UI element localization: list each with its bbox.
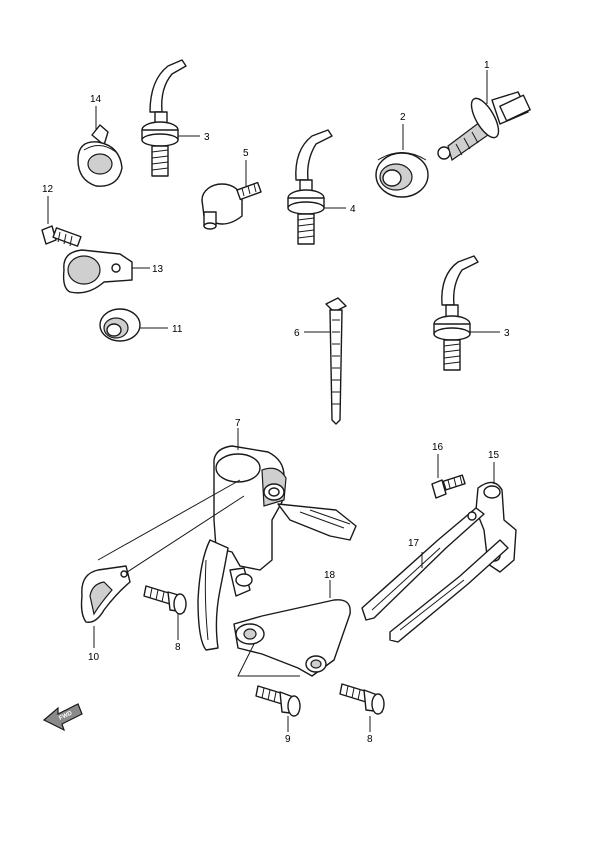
callout-18: 18: [324, 570, 336, 581]
callout-10: 10: [88, 652, 100, 663]
part-12-bolt: [41, 196, 82, 247]
callout-7: 7: [235, 418, 241, 429]
callout-8-bottom: 8: [367, 734, 373, 745]
part-13-clamp: [62, 249, 150, 294]
callout-11: 11: [172, 324, 183, 335]
part-11-grommet: [99, 308, 168, 342]
fwd-arrow: FWD: [42, 703, 83, 732]
part-4-switch: [287, 129, 346, 245]
part-8-bolt-left: [143, 585, 187, 640]
part-16-bolt: [431, 454, 466, 499]
part-17-rails: [361, 507, 509, 643]
callout-labels: 1 2 3 3 4 5 6 7 8 8 9 10 11 12 13 14 15 …: [42, 60, 510, 745]
callout-2: 2: [400, 112, 406, 123]
callout-4: 4: [350, 204, 356, 215]
callout-8-left: 8: [175, 642, 181, 653]
part-2-grommet: [375, 124, 429, 198]
callout-3-upper: 3: [204, 132, 210, 143]
callout-1: 1: [484, 60, 490, 71]
fwd-arrow-label: FWD: [58, 710, 74, 721]
callout-12: 12: [42, 184, 54, 195]
part-3-switch-upper: [141, 59, 200, 177]
callout-15: 15: [488, 450, 500, 461]
part-10-clip: [80, 565, 131, 648]
part-9-bolt: [255, 685, 301, 732]
callout-6: 6: [294, 328, 300, 339]
part-8-bolt-bottom: [339, 683, 385, 732]
callout-3-lower: 3: [504, 328, 510, 339]
part-3-switch-lower: [433, 255, 500, 371]
callout-14: 14: [90, 94, 102, 105]
callout-17: 17: [408, 538, 420, 549]
part-5-sensor: [201, 160, 262, 230]
callout-13: 13: [152, 264, 164, 275]
part-6-cable-tie: [304, 297, 347, 425]
part-14-clip: [77, 106, 123, 187]
part-1-sensor-plug: [437, 70, 531, 161]
callout-9: 9: [285, 734, 291, 745]
part-18-bracket: [233, 580, 351, 677]
part-7-bracket-assembly: [97, 428, 357, 651]
callout-16: 16: [432, 442, 444, 453]
callout-5: 5: [243, 148, 249, 159]
